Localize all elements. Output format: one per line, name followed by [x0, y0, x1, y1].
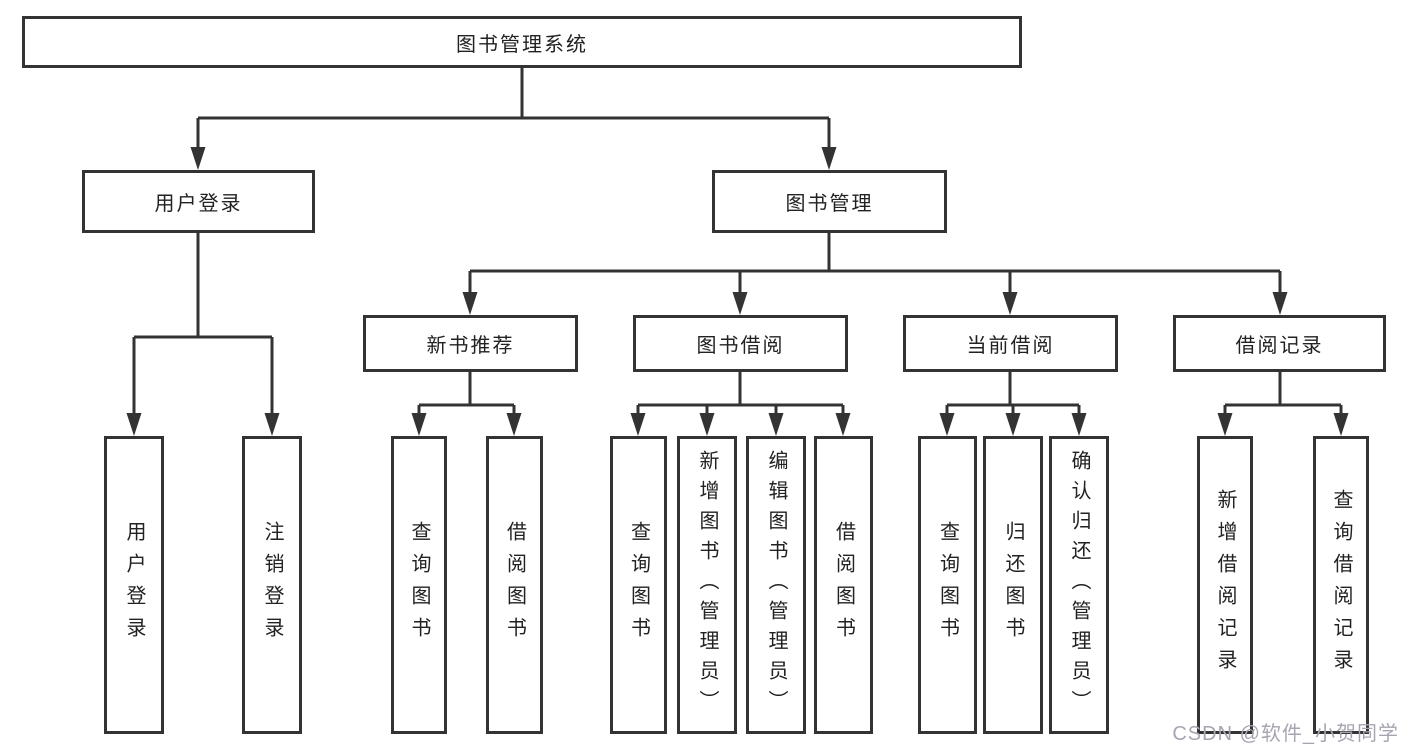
- connector-records-to-leaves: [1223, 372, 1343, 416]
- arrow-icon: [126, 413, 142, 436]
- node-user-login-label: 用户登录: [154, 193, 243, 215]
- leaf-user-login-label: 用户登录: [123, 521, 145, 649]
- leaf-query-book-recommend-label: 查询图书: [408, 521, 430, 649]
- node-root: 图书管理系统: [22, 16, 1022, 68]
- leaf-confirm-return-admin: 确认归还（管理员）: [1049, 436, 1109, 734]
- node-borrow-records: 借阅记录: [1173, 315, 1386, 372]
- arrowheads: [126, 147, 1349, 436]
- leaf-borrow-book-recommend: 借阅图书: [486, 436, 543, 734]
- node-borrow-records-label: 借阅记录: [1235, 335, 1324, 357]
- leaf-borrow-book: 借阅图书: [814, 436, 873, 734]
- leaf-query-book-current: 查询图书: [918, 436, 977, 734]
- arrow-icon: [411, 413, 427, 436]
- leaf-user-login: 用户登录: [104, 436, 164, 734]
- connector-userlogin-to-leaves: [132, 233, 274, 416]
- connector-root-to-level2: [196, 68, 831, 150]
- leaf-add-book-admin-label: 新增图书（管理员）: [696, 450, 718, 720]
- arrow-icon: [821, 147, 837, 170]
- leaf-query-book-borrow-label: 查询图书: [627, 521, 650, 649]
- leaf-borrow-book-label: 借阅图书: [832, 521, 855, 649]
- leaf-query-book-borrow: 查询图书: [610, 436, 667, 734]
- connector-recommend-to-leaves: [417, 372, 516, 416]
- node-user-login: 用户登录: [82, 170, 315, 233]
- connector-bookmgmt-to-level3: [468, 233, 1282, 297]
- leaf-logout-login: 注销登录: [242, 436, 302, 734]
- node-book-management: 图书管理: [712, 170, 947, 233]
- leaf-query-book-recommend: 查询图书: [391, 436, 447, 734]
- leaf-borrow-book-recommend-label: 借阅图书: [503, 521, 526, 649]
- leaf-logout-login-label: 注销登录: [261, 521, 283, 649]
- node-new-book-recommend: 新书推荐: [363, 315, 578, 372]
- node-current-borrow-label: 当前借阅: [966, 335, 1055, 357]
- leaf-add-book-admin: 新增图书（管理员）: [677, 436, 737, 734]
- node-book-borrow: 图书借阅: [633, 315, 848, 372]
- arrow-icon: [1217, 413, 1233, 436]
- arrow-icon: [1071, 413, 1087, 436]
- arrow-icon: [1005, 413, 1021, 436]
- node-current-borrow: 当前借阅: [903, 315, 1118, 372]
- arrow-icon: [1333, 413, 1349, 436]
- node-book-management-label: 图书管理: [785, 193, 874, 215]
- arrow-icon: [264, 413, 280, 436]
- arrow-icon: [939, 413, 955, 436]
- leaf-edit-book-admin: 编辑图书（管理员）: [746, 436, 806, 734]
- leaf-return-book: 归还图书: [983, 436, 1043, 734]
- arrow-icon: [699, 413, 715, 436]
- watermark: CSDN @软件_小贺同学: [1172, 723, 1399, 745]
- node-new-book-recommend-label: 新书推荐: [426, 335, 515, 357]
- arrow-icon: [462, 292, 478, 315]
- arrow-icon: [1272, 292, 1288, 315]
- leaf-query-borrow-record-label: 查询借阅记录: [1330, 489, 1352, 681]
- node-root-label: 图书管理系统: [456, 33, 588, 56]
- leaf-query-borrow-record: 查询借阅记录: [1313, 436, 1369, 734]
- leaf-query-book-current-label: 查询图书: [936, 521, 959, 649]
- connector-bookborrow-to-leaves: [636, 372, 845, 416]
- connector-currentborrow-to-leaves: [945, 372, 1081, 416]
- arrow-icon: [1002, 292, 1018, 315]
- arrow-icon: [732, 292, 748, 315]
- node-book-borrow-label: 图书借阅: [696, 335, 785, 357]
- leaf-return-book-label: 归还图书: [1002, 521, 1024, 649]
- leaf-add-borrow-record: 新增借阅记录: [1197, 436, 1253, 734]
- arrow-icon: [835, 413, 851, 436]
- arrow-icon: [190, 147, 206, 170]
- leaf-add-borrow-record-label: 新增借阅记录: [1214, 489, 1236, 681]
- arrow-icon: [630, 413, 646, 436]
- arrow-icon: [506, 413, 522, 436]
- arrow-icon: [768, 413, 784, 436]
- leaf-edit-book-admin-label: 编辑图书（管理员）: [765, 450, 787, 720]
- leaf-confirm-return-admin-label: 确认归还（管理员）: [1068, 450, 1090, 720]
